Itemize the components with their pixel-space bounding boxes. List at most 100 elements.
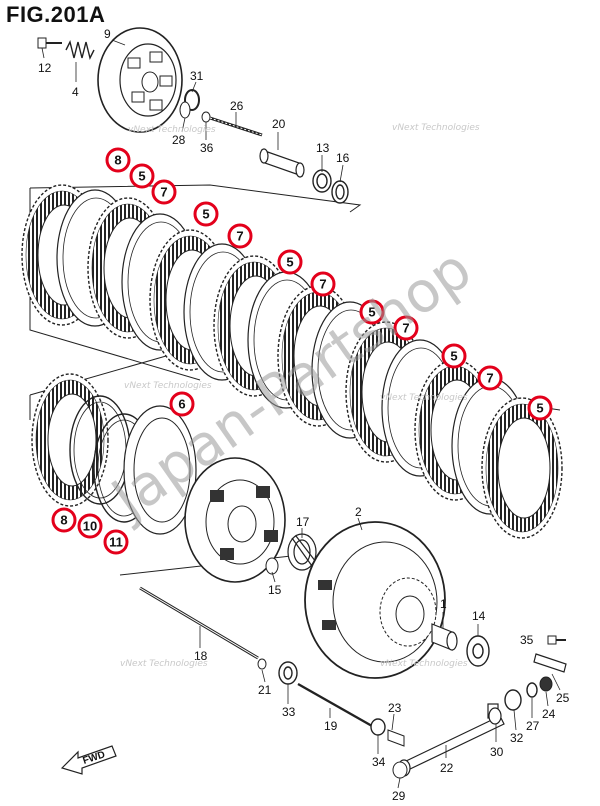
callout-circle: 5 xyxy=(359,299,385,325)
release-bearing xyxy=(278,661,298,685)
callout-label: 11 xyxy=(109,535,123,550)
part-label-30: 30 xyxy=(490,745,504,759)
release-bearing-small xyxy=(488,707,502,725)
part-label-24: 24 xyxy=(542,707,556,721)
part-label-27: 27 xyxy=(526,719,540,733)
part-label-26: 26 xyxy=(230,99,244,113)
sleeve-spacer xyxy=(431,623,458,651)
spacer xyxy=(265,557,279,575)
part-label-14: 14 xyxy=(472,609,486,623)
part-label-23: 23 xyxy=(388,701,402,715)
clutch-spring xyxy=(65,39,95,61)
part-label-12: 12 xyxy=(38,61,52,75)
callout-label: 8 xyxy=(60,513,67,528)
bearing xyxy=(312,169,332,193)
fwd-arrow: FWD xyxy=(60,745,117,775)
callout-label: 5 xyxy=(202,207,209,222)
figure-title: FIG.201A xyxy=(6,2,106,27)
callout-circle: 7 xyxy=(310,271,336,297)
part-label-34: 34 xyxy=(372,755,386,769)
part-label-18: 18 xyxy=(194,649,208,663)
part-label-29: 29 xyxy=(392,789,406,803)
callout-circle: 5 xyxy=(193,201,219,227)
part-label-15: 15 xyxy=(268,583,282,597)
callout-circle: 7 xyxy=(393,315,419,341)
release-lever xyxy=(533,653,567,673)
driven-plate xyxy=(123,405,197,535)
callout-circle: 8 xyxy=(105,147,131,173)
callout-label: 7 xyxy=(319,277,326,292)
bearing-washer xyxy=(331,180,349,204)
vendor-watermark: vNext Technologies xyxy=(380,659,468,669)
callout-label: 8 xyxy=(114,153,121,168)
vendor-watermarks: vNext Technologies vNext Technologies vN… xyxy=(120,123,480,669)
part-label-35: 35 xyxy=(520,633,534,647)
push-piece xyxy=(259,148,305,178)
clutch-plate-stack-lower xyxy=(31,373,197,535)
part-label-22: 22 xyxy=(440,761,454,775)
callout-label: 5 xyxy=(536,401,543,416)
release-piece xyxy=(387,729,405,747)
part-label-2: 2 xyxy=(355,505,362,519)
oil-seal xyxy=(257,658,267,670)
part-number-labels: 12 9 4 31 26 28 36 20 13 16 2 17 15 1 14… xyxy=(38,27,570,803)
callout-label: 5 xyxy=(368,305,375,320)
callout-label: 7 xyxy=(402,321,409,336)
part-label-33: 33 xyxy=(282,705,296,719)
part-label-9: 9 xyxy=(104,27,111,41)
callout-circle: 11 xyxy=(103,529,129,555)
shaft-seal xyxy=(504,689,522,711)
vendor-watermark: vNext Technologies xyxy=(124,381,212,391)
callout-circle: 8 xyxy=(51,507,77,533)
part-label-36: 36 xyxy=(200,141,214,155)
vendor-watermark: vNext Technologies xyxy=(120,659,208,669)
callout-label: 5 xyxy=(286,255,293,270)
part-label-31: 31 xyxy=(190,69,204,83)
clutch-plate-stack-upper xyxy=(21,184,563,539)
part-label-19: 19 xyxy=(324,719,338,733)
lever-bolt xyxy=(547,635,566,645)
release-seal xyxy=(370,718,386,736)
callout-circle: 7 xyxy=(227,223,253,249)
return-spring xyxy=(526,682,538,698)
part-label-32: 32 xyxy=(510,731,524,745)
callout-circle: 5 xyxy=(527,395,553,421)
part-label-4: 4 xyxy=(72,85,79,99)
callout-circle: 7 xyxy=(477,365,503,391)
push-rod xyxy=(209,116,263,137)
callout-circle: 10 xyxy=(77,513,103,539)
part-label-16: 16 xyxy=(336,151,350,165)
part-label-17: 17 xyxy=(296,515,310,529)
vendor-watermark: vNext Technologies xyxy=(128,125,216,135)
callout-label: 5 xyxy=(450,349,457,364)
part-label-21: 21 xyxy=(258,683,272,697)
callout-label: 7 xyxy=(236,229,243,244)
part-label-25: 25 xyxy=(556,691,570,705)
spring-coil xyxy=(539,676,553,692)
callout-circle: 5 xyxy=(277,249,303,275)
bolt xyxy=(37,37,62,49)
callout-circle: 7 xyxy=(151,179,177,205)
clutch-sleeve-hub xyxy=(184,457,286,583)
callout-label: 6 xyxy=(178,397,185,412)
callout-label: 7 xyxy=(486,371,493,386)
clutch-pushrod-long xyxy=(139,586,259,660)
callout-label: 7 xyxy=(160,185,167,200)
friction-plate xyxy=(481,397,563,539)
part-label-20: 20 xyxy=(272,117,286,131)
part-label-28: 28 xyxy=(172,133,186,147)
part-label-1: 1 xyxy=(440,597,447,611)
callout-circle: 6 xyxy=(169,391,195,417)
vendor-watermark: vNext Technologies xyxy=(392,123,480,133)
callout-label: 5 xyxy=(138,169,145,184)
part-label-13: 13 xyxy=(316,141,330,155)
callout-circle: 5 xyxy=(129,163,155,189)
callout-label: 10 xyxy=(83,519,97,534)
clutch-pushrod-short xyxy=(297,682,373,728)
bushing xyxy=(392,761,408,779)
washer xyxy=(179,89,211,123)
pressure-plate xyxy=(97,27,183,133)
callout-circle: 5 xyxy=(441,343,467,369)
